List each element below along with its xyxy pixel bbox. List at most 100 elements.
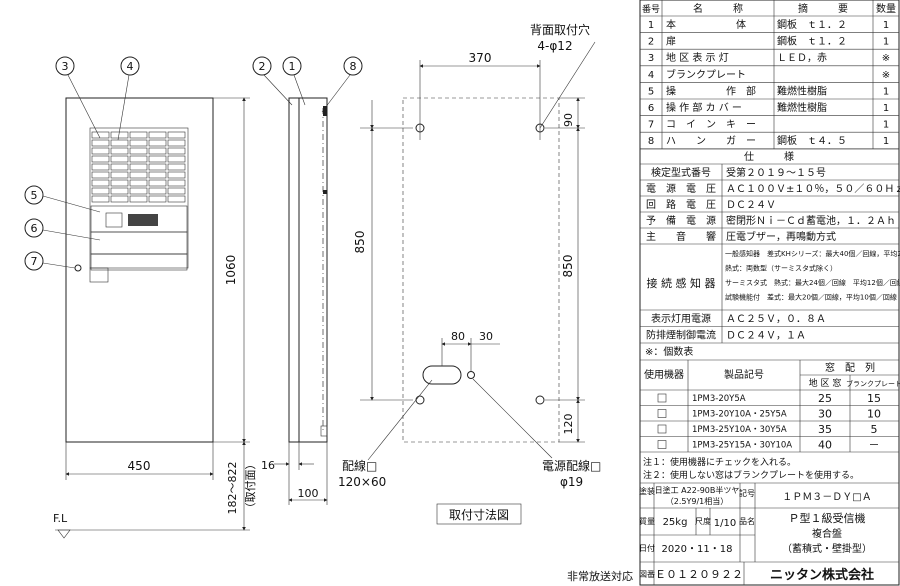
zone-lamp-cell: [148, 179, 167, 187]
hole-label: 背面取付穴: [530, 22, 590, 37]
mount-note: （取付面）: [244, 459, 257, 514]
zone-lamp-cell: [110, 163, 129, 171]
svg-text:防排煙制御電流: 防排煙制御電流: [646, 329, 716, 342]
zone-lamp-cell: [129, 179, 148, 187]
dim-90: 90: [562, 113, 575, 127]
svg-text:8: 8: [350, 60, 357, 73]
dim-850b: 850: [561, 255, 575, 278]
zone-lamp-cell: [91, 155, 110, 163]
svg-text:8: 8: [648, 136, 654, 147]
zone-lamp-cell: [91, 147, 110, 155]
svg-text:番号: 番号: [642, 3, 660, 15]
svg-text:1PM3-25Y10A・30Y5A: 1PM3-25Y10A・30Y5A: [692, 425, 787, 435]
zone-lamp-cell: [91, 179, 110, 187]
spec-row: 予 備 電 源密閉形Ｎｉ－Ｃｄ蓄電池，１．２Ａｈ: [646, 214, 896, 227]
zone-lamp-cell: [148, 163, 167, 171]
detector-line: 試験機能付 差式：最大20個／回線，平均10個／回線: [725, 293, 897, 302]
balloons: 3 4 5 6 7 2 1 8: [24, 56, 363, 271]
svg-text:4: 4: [127, 60, 134, 73]
floor-label: F.L: [53, 512, 68, 525]
zone-lamp-cell: [129, 171, 148, 179]
use-checkbox[interactable]: [657, 393, 667, 403]
zone-lamp-cell: [129, 139, 148, 147]
svg-text:3: 3: [648, 53, 654, 64]
use-checkbox[interactable]: [657, 409, 667, 418]
svg-text:ＤＣ２４Ｖ，１Ａ: ＤＣ２４Ｖ，１Ａ: [726, 331, 806, 342]
dim-16: 16: [261, 459, 275, 472]
use-checkbox[interactable]: [657, 424, 667, 434]
svg-text:密閉形Ｎｉ－Ｃｄ蓄電池，１．２Ａｈ: 密閉形Ｎｉ－Ｃｄ蓄電池，１．２Ａｈ: [726, 214, 896, 227]
front-cabinet: [65, 97, 214, 443]
side-body: [298, 97, 328, 443]
dim-height: 1060: [224, 255, 238, 286]
mount-title: 取付寸法図: [449, 508, 509, 522]
svg-text:ＬＥＤ，赤: ＬＥＤ，赤: [777, 52, 827, 64]
svg-text:2: 2: [648, 37, 654, 48]
svg-text:ＤＣ２４Ｖ: ＤＣ２４Ｖ: [726, 200, 776, 211]
svg-text:5: 5: [31, 189, 38, 202]
svg-text:1: 1: [289, 60, 296, 73]
svg-text:主 音 響: 主 音 響: [646, 230, 716, 243]
svg-text:鋼板 ｔ１．２: 鋼板 ｔ１．２: [777, 35, 847, 48]
balloon-7: 7: [24, 251, 76, 271]
zone-lamp-cell: [129, 155, 148, 163]
paint-value-2: （2.5Y9/1相当）: [666, 496, 728, 506]
weight-value: 25kg: [663, 517, 688, 528]
svg-text:コ イ ン キ ー: コ イ ン キ ー: [666, 120, 756, 131]
zone-lamp-cell: [148, 139, 167, 147]
svg-text:鋼板 ｔ１．２: 鋼板 ｔ１．２: [777, 18, 847, 31]
svg-text:使用機器: 使用機器: [644, 368, 684, 381]
use-checkbox[interactable]: [657, 440, 667, 449]
svg-text:圧電ブザー，再鳴動方式: 圧電ブザー，再鳴動方式: [726, 230, 836, 243]
zone-lamp-cell: [167, 155, 186, 163]
svg-text:5: 5: [871, 423, 878, 436]
mount-hole: [415, 123, 425, 133]
svg-text:ＡＣ１００Ｖ±１０％，５０／６０Ｈｚ: ＡＣ１００Ｖ±１０％，５０／６０Ｈｚ: [726, 183, 900, 195]
wiring-label: 配線□: [342, 458, 377, 473]
svg-text:40: 40: [818, 439, 832, 452]
mounting-view: 370 背面取付穴 4-φ12 850 90 850 120 80 30 配線□…: [338, 22, 633, 583]
zone-lamp-cell: [110, 139, 129, 147]
zone-lamp-cell: [110, 179, 129, 187]
svg-text:1: 1: [883, 37, 889, 48]
svg-text:1: 1: [883, 136, 889, 147]
operation-cover: [90, 231, 188, 255]
zone-lamp-cell: [129, 187, 148, 195]
svg-text:ブランクプレート: ブランクプレート: [846, 379, 900, 388]
spec-row: 主 音 響圧電ブザー，再鳴動方式: [646, 230, 836, 243]
label-weight: 質量: [639, 516, 655, 526]
detector-label: 接 続 感 知 器: [647, 276, 716, 290]
svg-text:ブランクプレート: ブランクプレート: [666, 68, 746, 81]
dim-30: 30: [479, 330, 493, 343]
spec-row: 防排煙制御電流 ＤＣ２４Ｖ，１Ａ: [646, 329, 806, 342]
zone-lamp-cell: [148, 171, 167, 179]
zone-lamp-cell: [167, 131, 186, 139]
power-size: φ19: [560, 475, 583, 489]
svg-text:1: 1: [883, 103, 889, 114]
zone-lamp-cell: [167, 147, 186, 155]
zone-lamp-cell: [110, 171, 129, 179]
svg-text:本 体: 本 体: [666, 18, 746, 31]
svg-text:1PM3-20Y10A・25Y5A: 1PM3-20Y10A・25Y5A: [692, 410, 787, 420]
product-name-2: 複合盤: [812, 527, 842, 540]
svg-text:名 称: 名 称: [693, 2, 743, 15]
svg-text:1PM3-20Y5A: 1PM3-20Y5A: [692, 394, 746, 404]
power-opening: [467, 371, 475, 379]
emergency-note: 非常放送対応: [567, 569, 633, 583]
label-name: 品名: [739, 516, 755, 526]
balloon-3: 3: [55, 56, 101, 139]
label-symbol: 記号: [739, 488, 755, 498]
wiring-opening: [422, 365, 462, 385]
power-label: 電源配線□: [542, 458, 601, 473]
product-name-3: （蓄積式・壁掛型）: [782, 542, 872, 555]
svg-text:操 作 部: 操 作 部: [666, 84, 756, 97]
